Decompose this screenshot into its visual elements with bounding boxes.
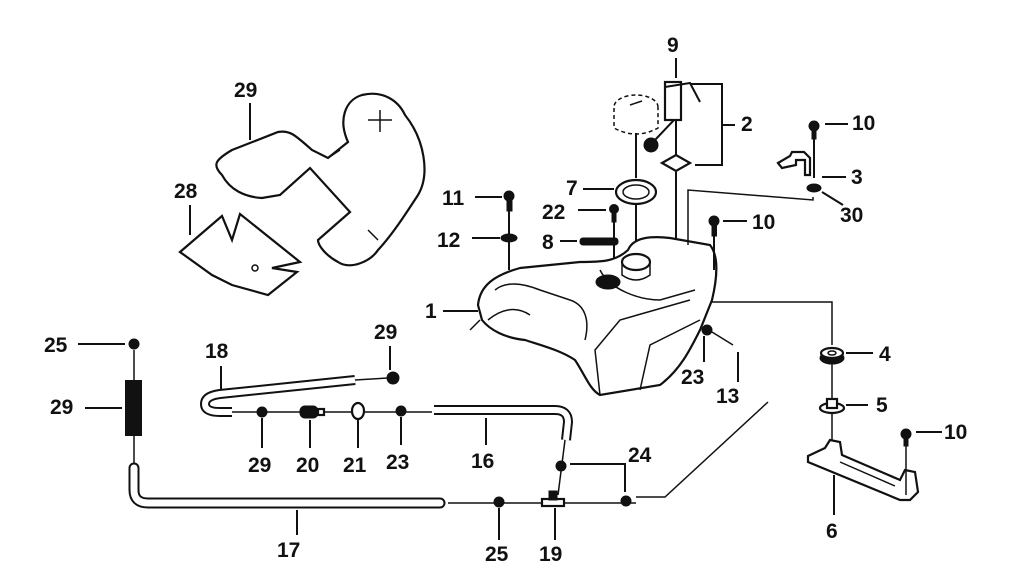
callout-10b: 10 (944, 421, 967, 444)
part-10-bolt-top[interactable] (808, 120, 820, 140)
leader-tank-to-15 (711, 331, 734, 346)
part-20-fuel-filter[interactable] (299, 405, 326, 419)
part-18-hose[interactable] (199, 375, 356, 417)
callout-29b: 29 (374, 321, 397, 344)
leader-30 (821, 191, 844, 206)
callout-11: 10 (752, 211, 775, 234)
part-17-hose[interactable] (128, 462, 446, 509)
callout-27: 29 (234, 79, 257, 102)
leader-24 (570, 463, 626, 492)
part-7-filler-gasket[interactable] (614, 178, 658, 206)
fuel-cap (613, 94, 659, 135)
callout-22: 22 (542, 201, 565, 224)
part-27-tank-pad[interactable] (215, 92, 426, 267)
callout-4: 4 (879, 343, 891, 366)
callout-10a: 10 (852, 112, 875, 135)
callout-30: 30 (840, 204, 863, 227)
bracket-leader-2 (690, 83, 735, 166)
callout-15: 13 (716, 385, 739, 408)
part-11-bolt[interactable] (708, 215, 720, 237)
callout-6: 6 (826, 520, 838, 543)
part-21-check-valve[interactable] (350, 401, 366, 421)
leader-3-to-tank (687, 189, 814, 245)
callout-23a: 23 (681, 366, 704, 389)
leader-tank-to-4 (712, 301, 833, 345)
callout-24: 24 (628, 444, 652, 467)
part-29-clamp-left[interactable] (256, 406, 268, 418)
callout-2: 2 (741, 113, 753, 136)
callout-16: 16 (471, 450, 494, 473)
part-1-fuel-tank[interactable] (469, 236, 718, 397)
callout-18: 18 (205, 340, 229, 363)
callout-29a: 29 (248, 454, 271, 477)
part-30-washer[interactable] (806, 183, 822, 193)
callout-12: 11 (442, 187, 465, 210)
part-22-bolt[interactable] (609, 204, 619, 223)
part-10-bolt-lower[interactable] (900, 428, 912, 447)
callout-25a: 25 (44, 334, 68, 357)
part-13-washer[interactable] (500, 233, 518, 243)
callout-5: 5 (876, 394, 888, 417)
part-8-rubber-strip[interactable] (579, 237, 619, 246)
callout-13: 12 (437, 229, 460, 252)
part-16-hose[interactable] (434, 405, 574, 441)
callout-3: 3 (851, 166, 863, 189)
part-6-mount-bracket[interactable] (806, 438, 920, 502)
part-19-tee-joint[interactable] (540, 490, 566, 508)
line-15-to-24 (636, 401, 769, 498)
part-25-clamp-top[interactable] (128, 338, 140, 350)
part-26-heat-shield[interactable] (178, 212, 303, 297)
callout-19: 19 (539, 543, 562, 566)
part-28-hose-protector[interactable] (125, 380, 142, 436)
callout-1: 1 (425, 300, 437, 323)
part-24-clamp-upper[interactable] (555, 460, 567, 472)
part-23-clamp-inline[interactable] (395, 405, 407, 417)
part-23-clamp-tank[interactable] (701, 324, 713, 336)
callout-20: 20 (296, 454, 319, 477)
callout-21: 21 (343, 454, 367, 477)
part-29-clamp-right[interactable] (386, 371, 400, 385)
callout-25b: 25 (485, 543, 509, 566)
callout-28: 29 (50, 396, 73, 419)
callout-17: 17 (277, 539, 300, 562)
part-4-rubber-mount[interactable] (819, 346, 845, 365)
leader-18-to-29 (354, 377, 389, 381)
callout-7: 7 (566, 177, 578, 200)
part-25-clamp-bottom[interactable] (493, 496, 505, 508)
callout-23b: 23 (386, 451, 409, 474)
part-3-bracket[interactable] (776, 150, 812, 177)
part-12-bolt[interactable] (503, 190, 515, 212)
part-24-clamp-lower[interactable] (620, 495, 632, 507)
callout-9: 9 (667, 34, 679, 57)
callout-26: 28 (174, 180, 198, 203)
callout-8: 8 (542, 231, 554, 254)
part-15-hose[interactable] (731, 343, 780, 404)
part-5-collar[interactable] (818, 397, 846, 415)
